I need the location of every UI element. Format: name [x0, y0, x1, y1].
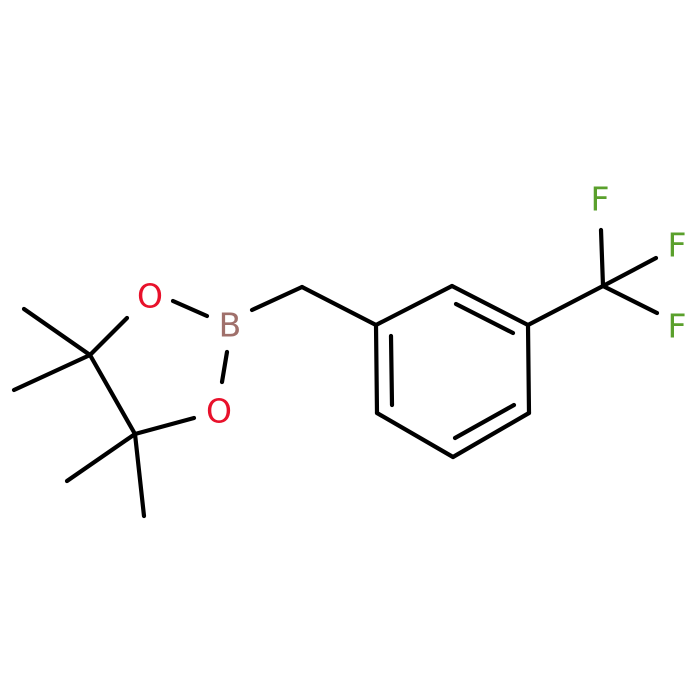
bond-ring-inner-2: [452, 402, 517, 441]
bond-ring-inner-3: [388, 333, 395, 408]
bond-c5-c4: [87, 352, 138, 437]
bond-o1-b: [170, 298, 210, 319]
atom-label-f1: F: [591, 180, 610, 219]
bond-ring-1-2: [373, 283, 455, 328]
bond-ring-2-3: [449, 283, 531, 328]
bond-c4-methyl-lower: [11, 352, 93, 393]
atom-label-o1: O: [137, 277, 163, 316]
atom-labels: O B O F F F: [137, 180, 686, 431]
atom-label-f3: F: [668, 307, 687, 346]
atom-label-b: B: [219, 306, 242, 345]
bond-ring-inner-1: [453, 301, 516, 336]
bond-b-o2: [219, 349, 230, 385]
bond-c4-o1: [87, 315, 130, 358]
bond-ring-6-1: [373, 322, 380, 416]
bond-c-f3: [600, 283, 660, 316]
bond-ring-5-6: [374, 410, 456, 460]
atom-label-f2: F: [668, 226, 687, 265]
bond-c5-methyl-left: [64, 431, 138, 484]
bond-ch2-ring: [299, 284, 379, 328]
bond-c4-methyl-upper: [21, 306, 93, 358]
bond-c-f1: [598, 227, 606, 289]
bond-o2-c5: [132, 415, 197, 437]
atom-label-o2: O: [206, 392, 232, 431]
bond-ring-cf3: [525, 283, 606, 328]
bonds: [11, 227, 660, 519]
bond-b-ch2: [249, 284, 305, 313]
bond-ring-3-4: [525, 322, 532, 416]
bond-ring-4-5: [450, 410, 532, 460]
bond-c-f2: [600, 255, 659, 289]
bond-c5-methyl-down: [132, 431, 147, 519]
